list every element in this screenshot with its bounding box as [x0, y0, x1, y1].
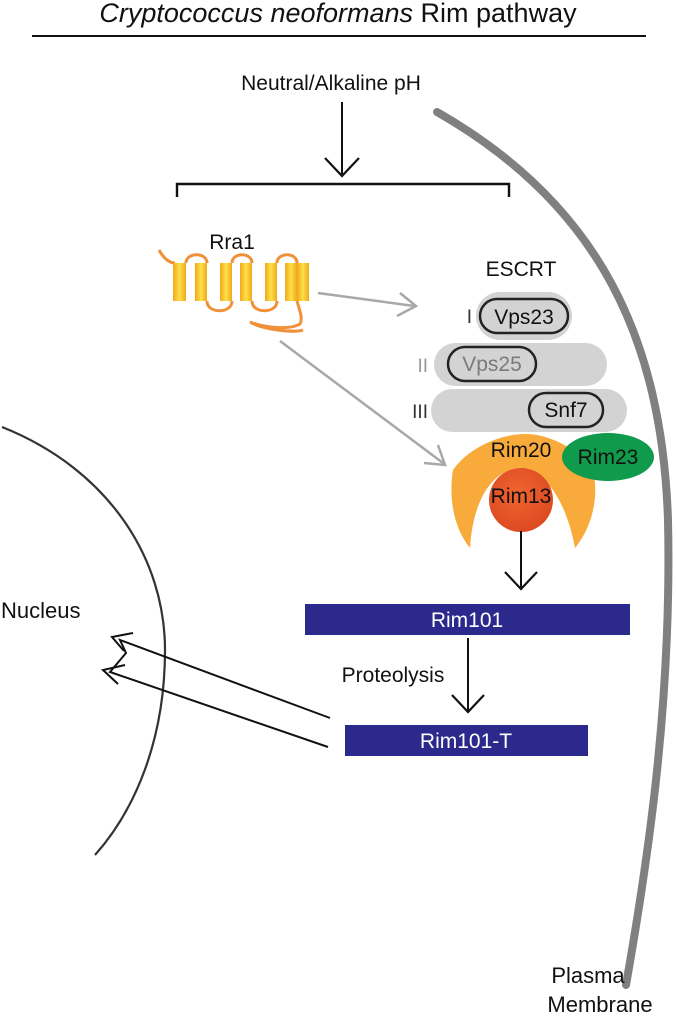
nuclear-envelope: [1, 425, 167, 856]
rra1-to-rim20-arrowhead: [423, 444, 447, 467]
proteolysis-label: Proteolysis: [342, 664, 445, 687]
proteolysis-arrowhead: [451, 694, 485, 714]
rra1-loops: [157, 249, 304, 333]
rim101-bar: [305, 604, 630, 635]
rra1-to-escrt-arrow: [317, 291, 415, 308]
rra1-helix-6: [285, 263, 297, 301]
nucleus-label: Nucleus: [1, 598, 80, 623]
vps25-label: Vps25: [462, 353, 522, 376]
rim23-blob: [562, 433, 654, 481]
rim101t-bar: [345, 725, 588, 756]
vps25-outline: [446, 345, 538, 383]
plasma-membrane-label-line2: Membrane: [547, 992, 652, 1017]
escrt-i-numeral: I: [467, 307, 472, 328]
nuclear-translocation-arrow: [108, 638, 331, 748]
escrt-complex-iii: Snf7 III: [412, 389, 627, 432]
vps23-outline: [478, 297, 570, 335]
escrt-complex-ii: Vps25 II: [417, 343, 607, 386]
rra1-helix-1: [173, 263, 186, 301]
rra1-to-escrt-arrowhead: [396, 292, 419, 318]
rra1-label: Rra1: [209, 231, 255, 254]
escrt-complex-i: Vps23 I: [467, 292, 572, 340]
rra1-helix-4: [240, 263, 252, 301]
rra1-to-rim20-arrow: [279, 339, 444, 465]
plasma-membrane-label-line1: Plasma: [551, 963, 625, 988]
nuclear-translocation-arrowhead-upper: [110, 632, 134, 652]
signal-label: Neutral/Alkaline pH: [241, 72, 421, 95]
rra1-receptor: [157, 249, 309, 333]
snf7-outline: [527, 391, 605, 429]
rra1-helix-3: [220, 263, 232, 301]
rra1-helix-2: [195, 263, 207, 301]
diagram-title: Cryptococcus neoformans Rim pathway: [99, 0, 577, 28]
escrt-ii-numeral: II: [417, 356, 428, 377]
rim13-circle: [489, 468, 553, 532]
signal-arrow-head: [324, 157, 360, 178]
rim13-to-rim101-arrowhead: [504, 571, 538, 591]
rim23-label: Rim23: [578, 446, 639, 469]
escrt-label: ESCRT: [486, 258, 557, 281]
rim20-crescent: [451, 434, 596, 548]
signal-bracket: [175, 182, 511, 197]
escrt-iii-numeral: III: [412, 402, 428, 423]
rim13-label: Rim13: [491, 485, 552, 508]
rim101t-label: Rim101-T: [420, 730, 512, 753]
rim20-label: Rim20: [491, 439, 552, 462]
nuclear-translocation-arrowhead-lower: [100, 664, 126, 685]
vps23-label: Vps23: [494, 306, 554, 329]
plasma-membrane: [433, 108, 673, 989]
rra1-helix-5: [265, 263, 277, 301]
rra1-helix-7: [297, 263, 309, 301]
snf7-label: Snf7: [544, 399, 587, 422]
rim101-label: Rim101: [431, 609, 503, 632]
